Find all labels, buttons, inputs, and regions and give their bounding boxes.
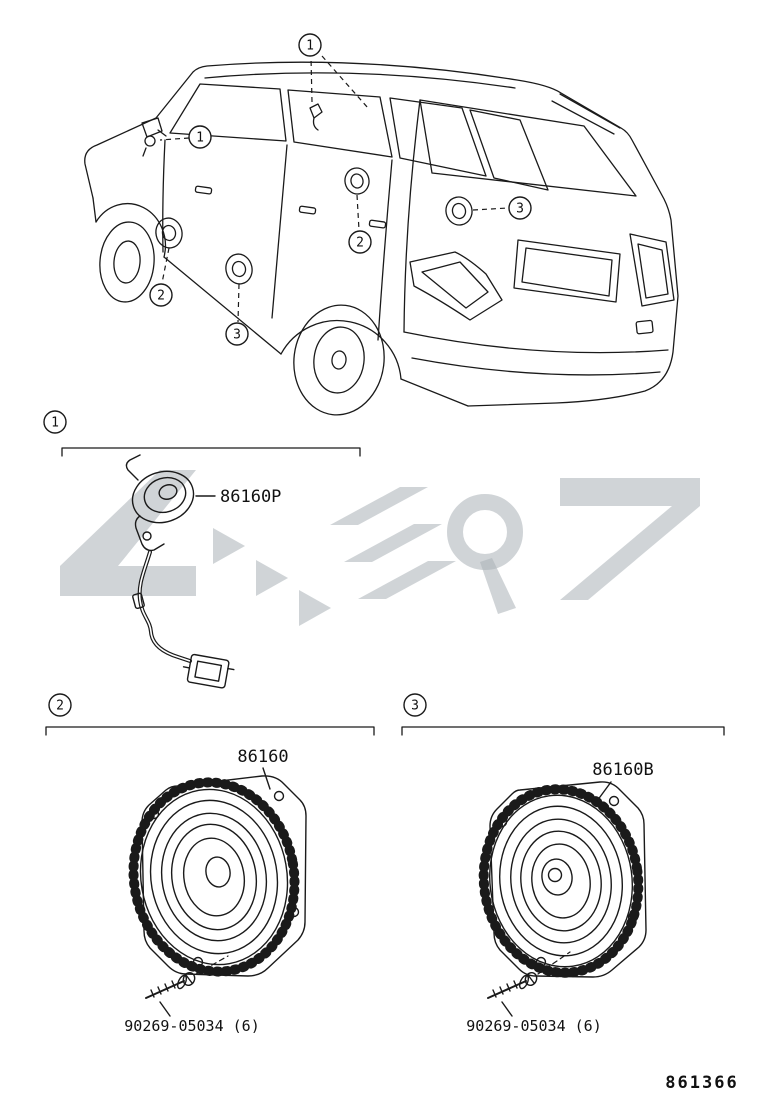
car-leader-lines — [159, 55, 509, 323]
screw-label-right: 90269-05034 (6) — [466, 1017, 601, 1035]
callout-1-mirror-label: 1 — [196, 131, 204, 146]
part-label-door-speaker: 86160 — [237, 747, 288, 767]
callout-2-slide-label: 2 — [356, 236, 364, 251]
callout-1-top-label: 1 — [306, 39, 314, 54]
section-3-header: 3 — [401, 693, 725, 736]
tweeter-connector — [182, 653, 235, 689]
car-speaker-slide-door — [344, 167, 370, 195]
watermark — [60, 470, 700, 626]
callout-2-slide: 2 — [348, 230, 372, 254]
section-2-number: 2 — [56, 699, 64, 714]
section-1-number: 1 — [51, 416, 59, 431]
car-tweeter-front — [142, 135, 156, 157]
callout-2-front: 2 — [149, 283, 173, 307]
callout-1-top: 1 — [298, 33, 322, 57]
callout-3-quarter: 3 — [508, 196, 532, 220]
car-speaker-rear-door — [225, 253, 253, 285]
callout-3-rear: 3 — [225, 322, 249, 346]
screw-left — [145, 955, 229, 1017]
tweeter-assembly — [125, 454, 235, 689]
section-3-number: 3 — [411, 699, 419, 714]
page-code: 861366 — [665, 1073, 738, 1093]
screw-label-left: 90269-05034 (6) — [124, 1017, 259, 1035]
callout-3-quarter-label: 3 — [516, 202, 524, 217]
part-label-tweeter: 86160P — [220, 487, 281, 507]
car-diagram — [84, 61, 679, 416]
section-2-header: 2 — [45, 693, 375, 736]
car-tweeter-pillar — [309, 103, 323, 131]
car-speaker-front-door — [155, 217, 183, 249]
speaker-86160 — [128, 767, 307, 977]
section-1-header: 1 — [43, 410, 361, 457]
callout-2-front-label: 2 — [157, 289, 165, 304]
part-label-rear-speaker: 86160B — [592, 760, 653, 780]
car-speaker-quarter — [445, 196, 473, 226]
screw-right — [487, 951, 571, 1017]
callout-1-mirror: 1 — [188, 125, 212, 149]
speaker-86160B — [478, 781, 647, 978]
callout-3-rear-label: 3 — [233, 328, 241, 343]
